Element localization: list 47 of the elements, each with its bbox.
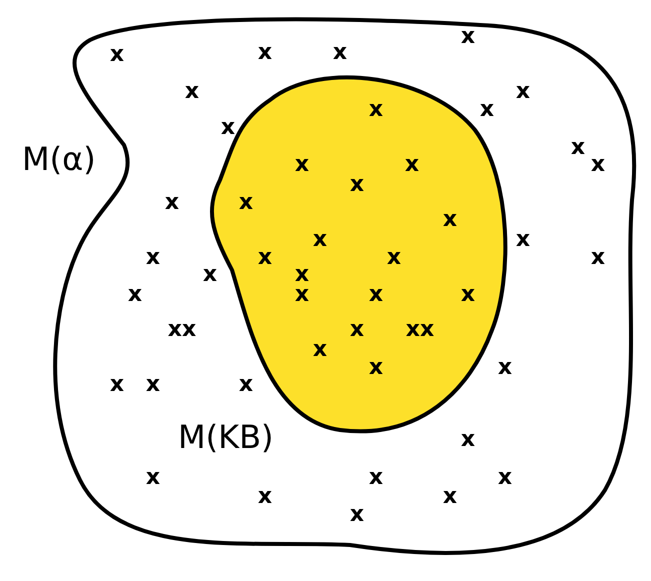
point-mark: x xyxy=(238,374,254,396)
point-mark: x xyxy=(220,117,236,139)
point-mark: x xyxy=(442,486,458,508)
point-mark: x xyxy=(368,357,384,379)
point-mark: x xyxy=(350,504,364,526)
point-mark: x xyxy=(350,319,364,341)
point-mark: x xyxy=(516,81,530,103)
point-mark: x xyxy=(164,192,180,214)
point-mark: x xyxy=(110,374,124,396)
point-mark: xx xyxy=(168,319,196,341)
point-mark: x xyxy=(258,42,272,64)
point-mark: x xyxy=(128,284,142,306)
point-mark: xx xyxy=(406,319,434,341)
point-mark: x xyxy=(294,284,310,306)
point-mark: x xyxy=(184,81,200,103)
point-mark: x xyxy=(442,209,458,231)
point-mark: x xyxy=(238,192,254,214)
point-mark: x xyxy=(460,26,476,48)
point-mark: x xyxy=(146,374,160,396)
point-mark: x xyxy=(590,247,606,269)
point-mark: x xyxy=(110,44,124,66)
point-mark: x xyxy=(590,154,606,176)
subset-label: M(KB) xyxy=(178,418,274,456)
point-mark: x xyxy=(202,264,218,286)
point-mark: x xyxy=(350,174,364,196)
point-mark: x xyxy=(460,284,476,306)
point-mark: x xyxy=(294,264,310,286)
point-mark: x xyxy=(498,357,512,379)
point-mark: x xyxy=(368,284,384,306)
point-mark: x xyxy=(368,467,384,489)
point-mark: x xyxy=(146,467,160,489)
point-mark: x xyxy=(570,137,586,159)
point-mark: x xyxy=(258,486,272,508)
set-label: M(α) xyxy=(22,140,96,178)
point-mark: x xyxy=(404,154,420,176)
point-mark: x xyxy=(312,339,328,361)
point-mark: x xyxy=(498,467,512,489)
point-mark: x xyxy=(146,247,160,269)
point-mark: x xyxy=(332,42,348,64)
point-mark: x xyxy=(294,154,310,176)
point-mark: x xyxy=(368,99,384,121)
point-mark: x xyxy=(460,429,476,451)
point-mark: x xyxy=(480,99,494,121)
point-mark: x xyxy=(386,247,402,269)
point-mark: x xyxy=(312,229,328,251)
point-mark: x xyxy=(258,247,272,269)
point-mark: x xyxy=(516,229,530,251)
